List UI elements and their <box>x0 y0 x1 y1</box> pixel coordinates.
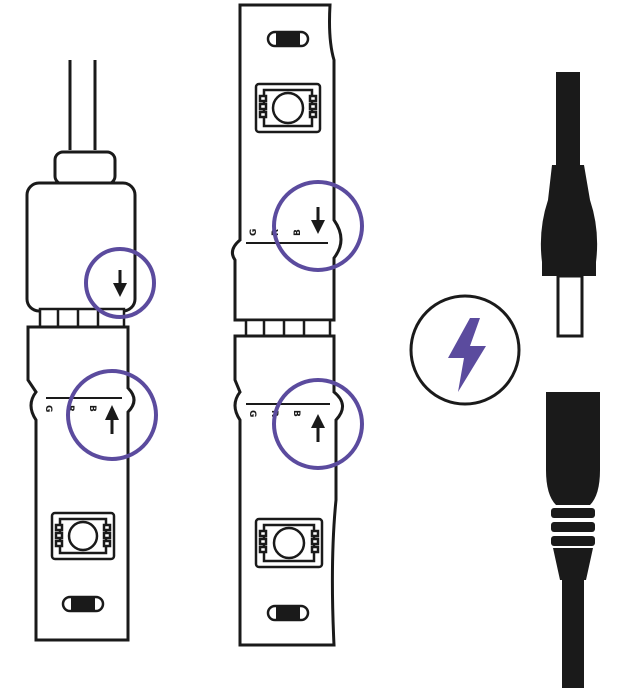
dc-female-neck <box>553 548 593 580</box>
resistor-icon <box>266 30 310 48</box>
dc-female-head <box>546 392 600 505</box>
arrow-up-icon <box>105 405 119 434</box>
middle-contact-pins <box>244 318 332 338</box>
dc-male-plug <box>540 72 598 338</box>
middle-top-segment <box>230 3 343 322</box>
middle-strip-assembly: G R B G R B <box>230 3 364 647</box>
dc-female-ring-2 <box>551 522 595 532</box>
led-chip-icon <box>50 511 116 561</box>
arrow-up-icon <box>311 414 325 442</box>
dc-male-tip <box>556 274 584 338</box>
arrow-down-icon <box>311 207 325 234</box>
dc-female-cable <box>562 578 584 688</box>
dc-female-ring-1 <box>551 508 595 518</box>
middle-top-highlight-circle <box>272 180 364 272</box>
left-bottom-highlight-circle <box>66 369 158 461</box>
middle-bottom-highlight-circle <box>272 378 364 470</box>
middle-bottom-label-g: G <box>247 410 257 417</box>
arrow-down-icon <box>113 270 127 297</box>
lightning-bolt-icon <box>448 318 486 392</box>
led-chip-icon <box>254 517 324 569</box>
dc-female-jack <box>546 392 600 688</box>
power-symbol <box>409 294 521 406</box>
middle-top-label-g: G <box>249 229 259 236</box>
led-chip-icon <box>254 82 322 134</box>
resistor-icon <box>61 595 105 613</box>
left-top-highlight-circle <box>84 247 156 319</box>
dc-female-ring-3 <box>551 536 595 546</box>
left-label-g: G <box>43 405 53 412</box>
middle-top-label-b: B <box>293 229 303 236</box>
resistor-icon <box>266 604 310 622</box>
left-label-b: B <box>87 405 97 412</box>
left-strip-assembly: G R B <box>25 60 158 642</box>
left-strip-segment <box>26 325 136 642</box>
dc-male-body <box>540 165 598 276</box>
left-connector-neck <box>53 150 117 186</box>
left-contact-pins <box>38 307 126 329</box>
middle-bottom-label-b: B <box>291 410 301 417</box>
left-cable-wire <box>68 60 97 150</box>
dc-male-cable <box>556 72 580 168</box>
